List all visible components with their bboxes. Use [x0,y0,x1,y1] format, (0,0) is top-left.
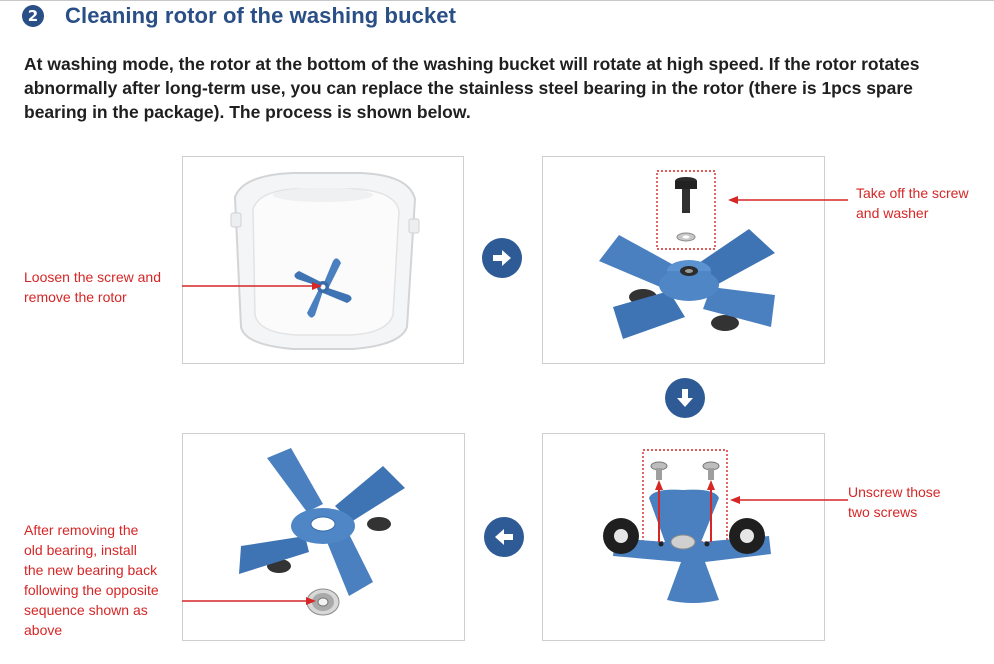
lift-arrows [655,480,715,542]
screw-icon-right [702,461,720,480]
panel-unscrew-two-screws [542,433,825,641]
callout-line: sequence shown as [24,602,148,618]
washer-icon [676,232,696,242]
callout-line: Loosen the screw and [24,269,161,285]
section-heading: 2 Cleaning rotor of the washing bucket [22,2,456,30]
screw-icon-left [650,461,668,480]
panel-install-bearing [182,433,465,641]
callout-line: above [24,622,63,638]
callout-step-4: After removing the old bearing, install … [24,520,159,640]
rotor-icon [603,489,771,603]
callout-step-3: Unscrew those two screws [848,482,941,522]
callout-line: two screws [848,504,918,520]
callout-line: following the opposite [24,582,159,598]
panel-remove-rotor [182,156,464,364]
callout-line: and washer [856,205,929,221]
bearing-icon [306,588,340,616]
bucket-illustration [230,172,420,350]
callout-line: Take off the screw [856,185,969,201]
rotor-bearing-illustration [239,448,405,616]
callout-step-2: Take off the screw and washer [856,183,969,223]
callout-line: the new bearing back [24,562,158,578]
screw-highlight-box [656,170,716,250]
callout-line: old bearing, install [24,542,137,558]
rotor-icon [239,448,405,596]
arrow-left-icon [484,517,524,557]
callout-line: After removing the [24,522,139,538]
screw-icon [675,177,697,213]
arrow-down-icon [665,378,705,418]
rotor-icon [599,229,775,339]
callout-step-1: Loosen the screw and remove the rotor [24,267,161,307]
intro-paragraph: At washing mode, the rotor at the bottom… [24,54,920,122]
rotor-bottom-illustration [603,449,771,603]
rotor-screw-illustration [599,170,775,339]
arrow-right-icon [482,238,522,278]
callout-line: remove the rotor [24,289,127,305]
top-rule [0,0,994,1]
section-title: Cleaning rotor of the washing bucket [65,3,457,28]
panel-take-off-screw [542,156,825,364]
step-number-badge: 2 [22,5,44,27]
callout-line: Unscrew those [848,484,941,500]
